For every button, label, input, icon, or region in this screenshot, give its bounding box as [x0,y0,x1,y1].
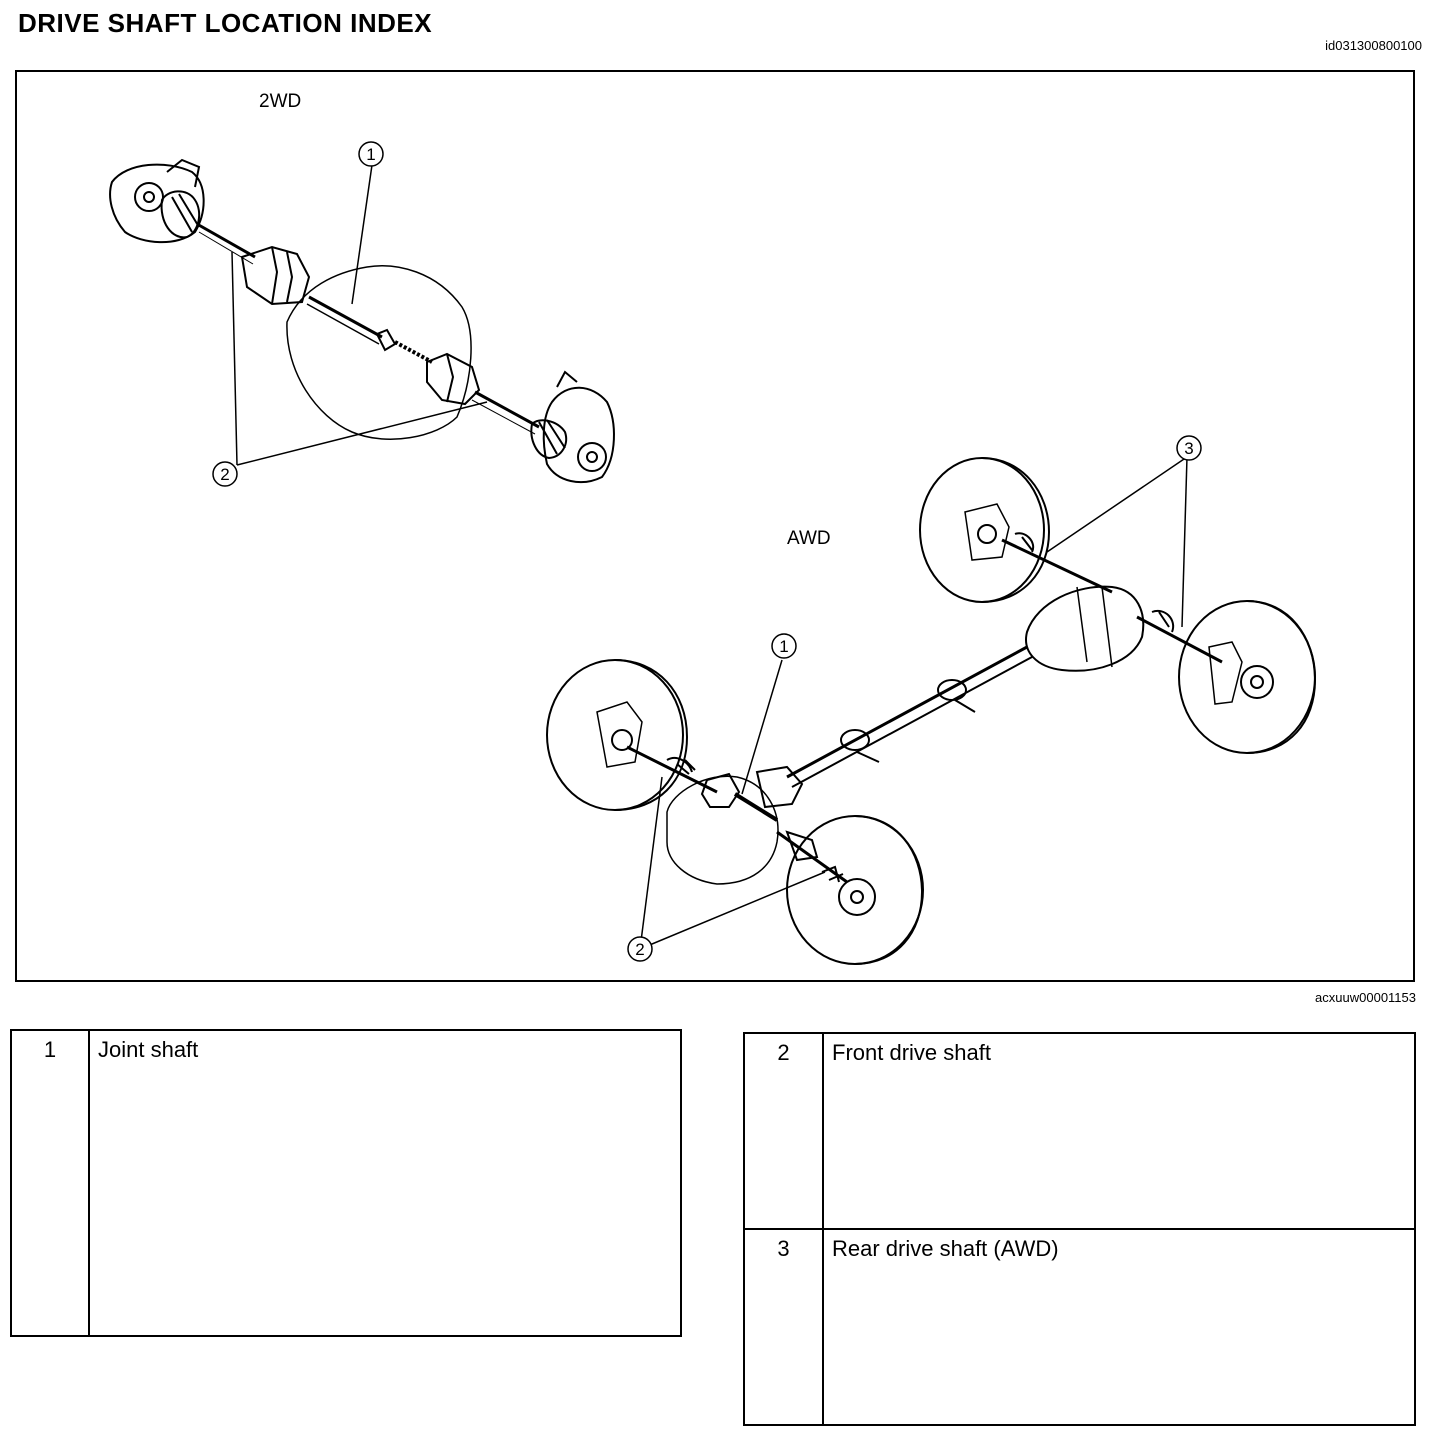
callout-text-1-awd: 1 [779,637,788,656]
joint-shaft-2wd [308,295,383,339]
front-left-shaft-awd [626,745,718,794]
label-awd: AWD [787,528,831,549]
transaxle-outline-2wd [286,265,472,440]
page-title: DRIVE SHAFT LOCATION INDEX [18,8,433,38]
callout-3-awd [1176,435,1202,461]
left-boot-2wd [160,190,201,239]
legend-text: Front drive shaft [822,1032,1416,1230]
callout-text-2-2wd: 2 [220,465,229,484]
legend-row: 1 Joint shaft [10,1029,682,1337]
label-2wd: 2WD [259,91,301,112]
rear-left-shaft-awd [1001,538,1113,594]
transfer-case-awd [755,765,804,809]
drive-shaft-figure: 1 2 1 2 3 2WD AWD [15,70,1415,982]
legend-number: 3 [743,1228,824,1426]
document-id: id031300800100 [1325,38,1422,53]
callout-text-2-awd: 2 [635,940,644,959]
legend-text: Joint shaft [88,1029,682,1337]
callout-2-2wd [212,461,238,487]
rear-right-shaft-awd [1136,615,1223,664]
front-right-wheel-awd [786,815,924,965]
legend-number: 1 [10,1029,90,1337]
legend-table-left: 1 Joint shaft [10,1029,682,1337]
front-left-wheel-awd [546,659,689,811]
rear-right-wheel-awd [1178,600,1317,754]
center-bearing-2-awd [937,679,976,713]
propeller-shaft-awd [786,645,1028,779]
legend-table-right: 2 Front drive shaft 3 Rear drive shaft (… [743,1032,1416,1426]
inner-joint-left-2wd [240,245,311,306]
center-bearing-1-awd [840,729,880,763]
callout-1-awd [771,633,797,659]
front-left-inner-joint-awd [700,772,741,808]
joint-shaft-awd [733,792,779,822]
rear-left-wheel-awd [919,457,1051,603]
callout-1-2wd [358,141,384,167]
legend-row: 3 Rear drive shaft (AWD) [743,1228,1416,1426]
right-hub-2wd [542,370,615,484]
splined-segment-2wd [375,328,397,352]
callout-2-awd [627,936,653,962]
inner-joint-right-2wd [426,352,481,406]
callout-text-3-awd: 3 [1184,439,1193,458]
figure-id: acxuuw00001153 [1315,990,1416,1005]
legend-text: Rear drive shaft (AWD) [822,1228,1416,1426]
legend-row: 2 Front drive shaft [743,1032,1416,1230]
outer-shaft-right-2wd [474,390,540,429]
callout-text-1-2wd: 1 [366,145,375,164]
outer-shaft-left-2wd [196,222,256,259]
legend-number: 2 [743,1032,824,1230]
drive-shaft-illustration: 1 2 1 2 3 2WD AWD [109,91,1317,965]
rear-differential-awd [1025,585,1145,672]
